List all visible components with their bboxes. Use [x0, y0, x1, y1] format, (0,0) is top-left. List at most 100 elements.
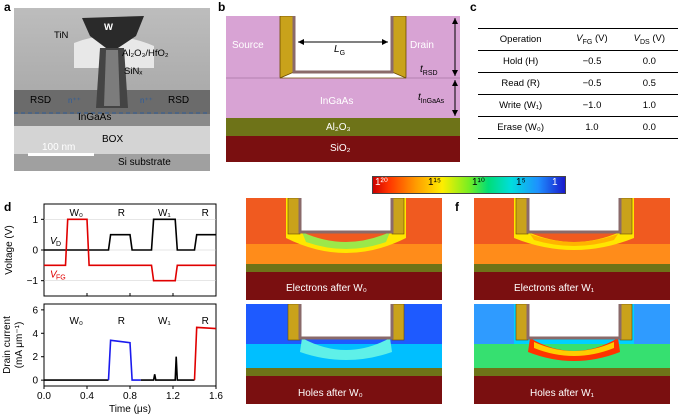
operation-table: Operation VFG (V) VDS (V) Hold (H) −0.5 … — [478, 28, 678, 139]
layer-ingaas-label: InGaAs — [320, 96, 354, 107]
current-axis-unit: (mA μm⁻¹) — [14, 322, 25, 369]
vd-subscript: D — [56, 241, 61, 248]
tem-label-sinx: SiNₓ — [124, 66, 143, 77]
tem-label-npp-left: n⁺⁺ — [68, 96, 81, 105]
voltage-axis-label: Voltage (V) — [4, 225, 15, 274]
x-tick-label: 0.4 — [80, 391, 94, 402]
colorbar-tick-15: 1¹⁵ — [428, 177, 442, 188]
trsd-symbol: t — [420, 64, 423, 75]
y-tick-label: 1 — [32, 215, 38, 226]
device-schematic — [226, 15, 460, 162]
x-tick-label: 1.2 — [166, 391, 180, 402]
table-row: Read (R) −0.5 0.5 — [478, 72, 678, 95]
tem-micrograph — [14, 8, 210, 171]
table-cell: 1.0 — [620, 94, 678, 117]
sim-map — [246, 304, 442, 404]
x-tick-label: 0.8 — [123, 391, 137, 402]
tem-image — [14, 8, 210, 171]
tem-label-npp-right: n⁺⁺ — [140, 96, 153, 105]
tem-label-oxide: Al₂O₃/HfO₂ — [122, 48, 169, 59]
sim-f-holes — [474, 304, 670, 404]
y-tick-label: 6 — [32, 305, 38, 316]
current-series-w1 — [140, 356, 195, 381]
lg-subscript: G — [339, 50, 346, 57]
y-tick-label: 2 — [32, 352, 38, 363]
y-tick-label: 0 — [32, 376, 38, 387]
trsd-subscript: RSD — [422, 70, 438, 77]
scale-bar-label: 100 nm — [42, 142, 76, 153]
table-cell: 0.5 — [620, 72, 678, 95]
tingaas-subscript: InGaAs — [420, 98, 445, 105]
layer-sio2-label: SiO₂ — [330, 143, 351, 154]
sim-e-holes — [246, 304, 442, 404]
table-cell: 0.0 — [620, 50, 678, 73]
table-cell: Read (R) — [478, 72, 564, 95]
panel-label-b: b — [218, 0, 226, 14]
pulse-annotation: W₁ — [158, 208, 171, 219]
table-cell: Write (W₁) — [478, 94, 564, 117]
tem-label-w: W — [104, 22, 113, 33]
sim-f-electrons — [474, 198, 670, 300]
caption-f-top: Electrons after W₁ — [514, 283, 595, 294]
panel-label-a: a — [4, 0, 11, 14]
header-vfg: VFG (V) — [563, 28, 621, 51]
current-annotation: W₀ — [69, 316, 83, 327]
panel-label-c: c — [470, 0, 477, 14]
pulse-annotation: R — [118, 208, 125, 219]
colorbar-tick-5: 1⁵ — [516, 177, 526, 188]
schematic-drawing — [226, 15, 460, 162]
tingaas-label: tInGaAs — [418, 92, 444, 105]
caption-f-bottom: Holes after W₁ — [530, 388, 594, 399]
tem-label-tin: TiN — [54, 30, 69, 41]
y-tick-label: 4 — [32, 329, 38, 340]
sim-e-electrons — [246, 198, 442, 300]
vd-label: V — [50, 236, 58, 247]
current-series-r1 — [107, 339, 141, 381]
layer-al2o3-label: Al₂O₃ — [326, 122, 351, 133]
caption-e-top: Electrons after W₀ — [286, 283, 367, 294]
y-tick-label: −1 — [27, 276, 39, 287]
table-cell: 0.0 — [620, 116, 678, 139]
current-axis-label: Drain current — [2, 316, 13, 374]
tem-label-substrate: Si substrate — [118, 157, 171, 168]
colorbar-tick-20: 1²⁰ — [375, 177, 388, 188]
drain-label: Drain — [410, 40, 434, 51]
table-cell: 1.0 — [563, 116, 621, 139]
x-tick-label: 1.6 — [209, 391, 223, 402]
sim-map — [474, 304, 670, 404]
table-header-row: Operation VFG (V) VDS (V) — [478, 28, 678, 51]
trsd-label: tRSD — [420, 64, 438, 77]
table-cell: Hold (H) — [478, 50, 564, 73]
table-cell: −0.5 — [563, 50, 621, 73]
table-cell: −1.0 — [563, 94, 621, 117]
current-series-r2 — [193, 326, 217, 381]
vfg-label: V — [50, 269, 58, 280]
pulse-chart: 1 0 −1 6 4 2 0 0.0 0.4 0.8 1.2 1.6 Voltage (V) Drain … — [2, 203, 223, 415]
table-row: Erase (W₀) 1.0 0.0 — [478, 116, 678, 139]
colorbar-tick-10: 1¹⁰ — [472, 177, 485, 188]
pulse-annotation: R — [202, 208, 209, 219]
panel-label-d: d — [4, 200, 12, 214]
tem-label-rsd-right: RSD — [168, 95, 190, 106]
tem-label-box: BOX — [102, 134, 124, 145]
lg-symbol: L — [334, 44, 340, 55]
current-annotation: W₁ — [158, 316, 171, 327]
table-cell: −0.5 — [563, 72, 621, 95]
colorbar-tick-1: 1 — [552, 177, 558, 188]
panel-label-f: f — [455, 200, 459, 214]
colorbar — [372, 176, 566, 194]
sim-map — [246, 198, 442, 300]
table-row: Write (W₁) −1.0 1.0 — [478, 94, 678, 117]
voltage-series-vfg — [44, 218, 216, 282]
time-axis-label: Time (μs) — [109, 404, 151, 415]
sim-map — [474, 198, 670, 300]
header-operation: Operation — [478, 28, 564, 51]
voltage-series-vd — [44, 218, 216, 251]
tingaas-symbol: t — [418, 92, 421, 103]
vfg-subscript: FG — [56, 274, 66, 281]
gate-length-label: LG — [334, 44, 345, 57]
y-tick-label: 0 — [32, 246, 38, 257]
current-annotation: R — [202, 316, 209, 327]
x-tick-label: 0.0 — [37, 391, 51, 402]
header-vds: VDS (V) — [620, 28, 678, 51]
